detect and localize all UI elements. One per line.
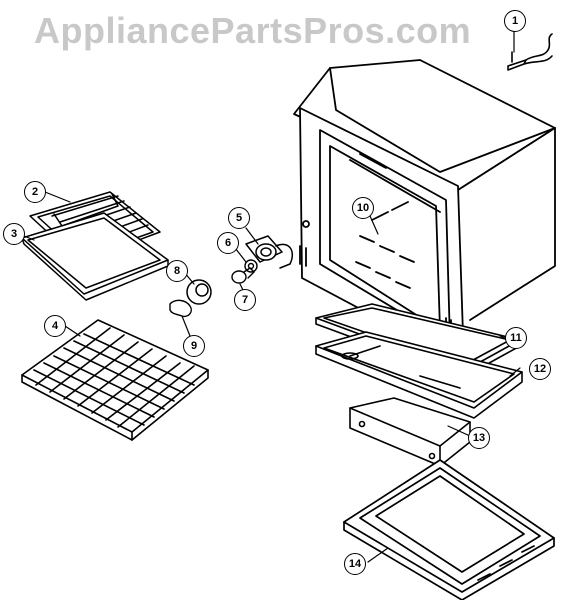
callout-10: 10 bbox=[352, 197, 374, 219]
callout-5: 5 bbox=[228, 207, 250, 229]
callout-9: 9 bbox=[183, 335, 205, 357]
part-9-lens-clip bbox=[169, 299, 192, 318]
callout-1: 1 bbox=[504, 10, 526, 32]
callout-7: 7 bbox=[234, 289, 256, 311]
callout-4: 4 bbox=[44, 315, 66, 337]
part-1-sensor bbox=[507, 33, 553, 71]
part-12-burner-box bbox=[315, 331, 523, 419]
part-4-oven-rack bbox=[21, 319, 209, 441]
part-13-bracket bbox=[349, 397, 471, 467]
callout-14: 14 bbox=[344, 553, 366, 575]
callout-2: 2 bbox=[24, 181, 46, 203]
part-5-light-receptacle bbox=[245, 235, 294, 269]
callout-12: 12 bbox=[529, 358, 551, 380]
part-7-light-bulb bbox=[231, 267, 255, 284]
callout-6: 6 bbox=[217, 232, 239, 254]
callout-13: 13 bbox=[468, 427, 490, 449]
part-14-storage-drawer bbox=[343, 459, 555, 600]
part-8-light-lens bbox=[186, 279, 212, 305]
callout-11: 11 bbox=[505, 327, 527, 349]
callout-3: 3 bbox=[3, 223, 25, 245]
callout-8: 8 bbox=[166, 260, 188, 282]
watermark-text: AppliancePartsPros.com bbox=[34, 10, 472, 51]
